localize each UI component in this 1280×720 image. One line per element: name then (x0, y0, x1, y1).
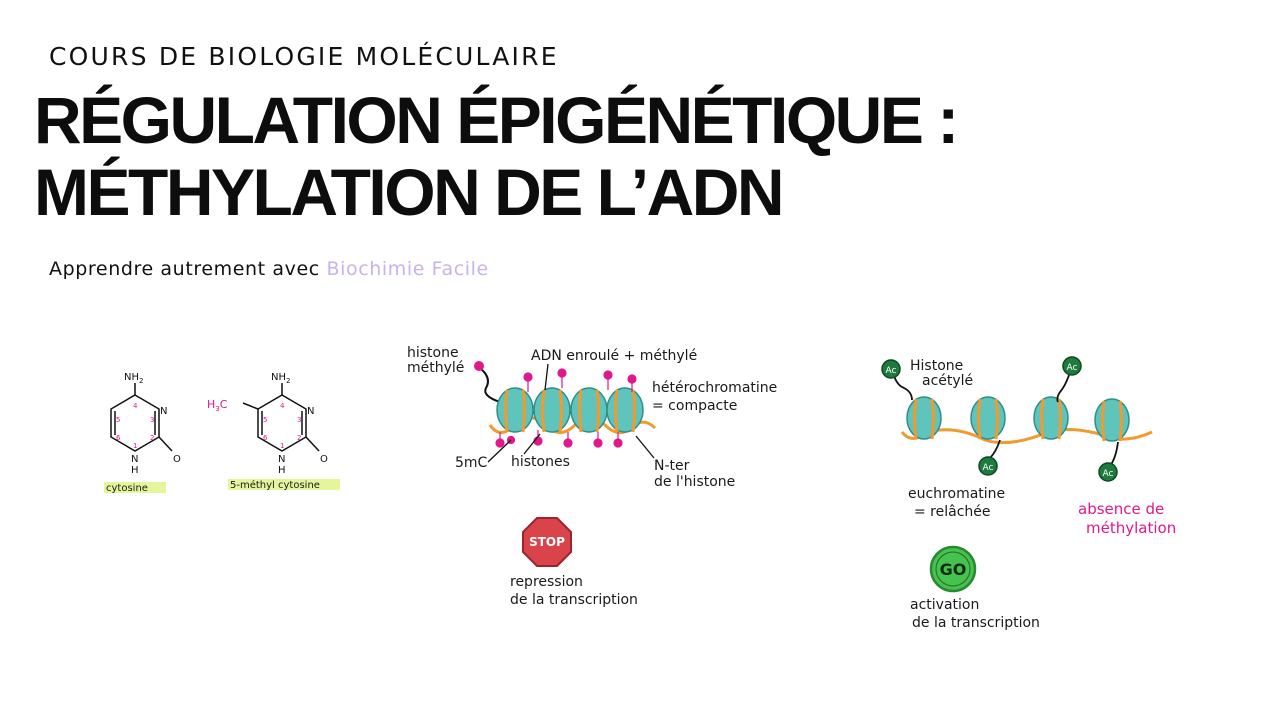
absence-note-1: absence de (1078, 500, 1164, 518)
page-title: RÉGULATION ÉPIGÉNÉTIQUE : MÉTHYLATION DE… (34, 83, 959, 229)
activation-caption-2: de la transcription (912, 615, 1040, 631)
cytosine-h: H (131, 465, 139, 476)
eu-nucleosome (906, 396, 942, 440)
methylcytosine-amine: NH2 (271, 372, 290, 385)
methylcytosine-oxygen: O (320, 454, 328, 465)
title-line-1: RÉGULATION ÉPIGÉNÉTIQUE : (34, 83, 959, 157)
svg-text:2: 2 (297, 434, 301, 442)
svg-text:1: 1 (280, 442, 284, 450)
euchromatin-label: euchromatine (908, 486, 1005, 502)
cytosine-ring-numbers: 4 3 2 1 6 5 (116, 402, 154, 450)
tagline-prefix: Apprendre autrement avec (49, 258, 320, 280)
heterochromatin-diagram: histone méthylé ADN enroulé + méthylé hé… (407, 345, 777, 490)
hetero-nucleosome (606, 387, 644, 433)
stop-label: STOP (529, 535, 565, 549)
eu-histone-label-1: Histone (910, 358, 963, 374)
methylcytosine-n1: N (278, 454, 285, 465)
activation-caption-1: activation (910, 597, 979, 613)
methylcytosine-highlight (228, 479, 340, 490)
hetero-nucleosome (533, 387, 571, 433)
cytosine-structure (110, 383, 173, 452)
acetyl-marker: Ac (978, 456, 998, 476)
tagline: Apprendre autrement avec Biochimie Facil… (49, 258, 489, 280)
stop-sign-icon: STOP (522, 517, 572, 567)
svg-text:Ac: Ac (1067, 363, 1078, 373)
heterochromatin-label: hétérochromatine (652, 380, 777, 396)
svg-text:1: 1 (133, 442, 137, 450)
svg-text:2: 2 (150, 434, 154, 442)
cytosine-highlight (104, 482, 166, 493)
repression-caption-1: repression (510, 574, 583, 590)
compact-label: = compacte (652, 398, 737, 414)
svg-text:6: 6 (263, 434, 268, 442)
svg-text:6: 6 (116, 434, 121, 442)
histones-label: histones (511, 454, 570, 470)
cytosine-n3: N (160, 406, 167, 417)
methylcytosine-n3: N (307, 406, 314, 417)
course-subtitle: COURS DE BIOLOGIE MOLÉCULAIRE (49, 42, 559, 71)
acetyl-marker: Ac (1062, 356, 1082, 376)
svg-text:3: 3 (297, 416, 301, 424)
methyl-group: H3C (207, 398, 228, 413)
methylcytosine-ring-numbers: 4 3 2 1 6 5 (263, 402, 301, 450)
go-badge-icon: GO (929, 545, 977, 593)
hetero-nucleosome (496, 387, 534, 433)
svg-text:4: 4 (280, 402, 285, 410)
euchromatin-diagram: Ac Ac Ac Ac Histone acétylé euchromatine… (881, 356, 1176, 537)
hetero-nucleosome (570, 387, 608, 433)
methylcytosine-label: 5-méthyl cytosine (230, 479, 320, 491)
brand-name: Biochimie Facile (326, 258, 489, 280)
5mc-label: 5mC (455, 455, 488, 471)
svg-text:5: 5 (116, 416, 120, 424)
relaxed-label: = relâchée (914, 504, 991, 520)
dna-label: ADN enroulé + méthylé (531, 348, 697, 364)
methylcytosine-structure (242, 383, 320, 452)
methylcytosine-h: H (278, 465, 286, 476)
acetyl-marker: Ac (881, 359, 901, 379)
eu-nucleosome (1094, 398, 1130, 442)
eu-nucleosome (1033, 396, 1069, 440)
go-label: GO (940, 560, 967, 579)
svg-text:Ac: Ac (886, 366, 897, 376)
hetero-histone-label-1: histone (407, 345, 459, 361)
nter-label-1: N-ter (654, 458, 690, 474)
svg-text:4: 4 (133, 402, 138, 410)
svg-text:5: 5 (263, 416, 267, 424)
cytosine-n1: N (131, 454, 138, 465)
hetero-histone-label-2: méthylé (407, 360, 464, 376)
eu-histone-label-2: acétylé (922, 373, 973, 389)
title-line-2: MÉTHYLATION DE L’ADN (34, 155, 785, 229)
acetyl-marker: Ac (1098, 462, 1118, 482)
cytosine-amine: NH2 (124, 372, 143, 385)
nter-label-2: de l'histone (654, 474, 735, 490)
svg-text:3: 3 (150, 416, 154, 424)
histone-methyl-dot (474, 361, 484, 371)
svg-text:Ac: Ac (1103, 469, 1114, 479)
eu-nucleosome (970, 396, 1006, 440)
cytosine-label: cytosine (106, 483, 148, 494)
repression-caption-2: de la transcription (510, 592, 638, 608)
svg-text:Ac: Ac (983, 463, 994, 473)
absence-note-2: méthylation (1086, 519, 1176, 537)
cytosine-oxygen: O (173, 454, 181, 465)
